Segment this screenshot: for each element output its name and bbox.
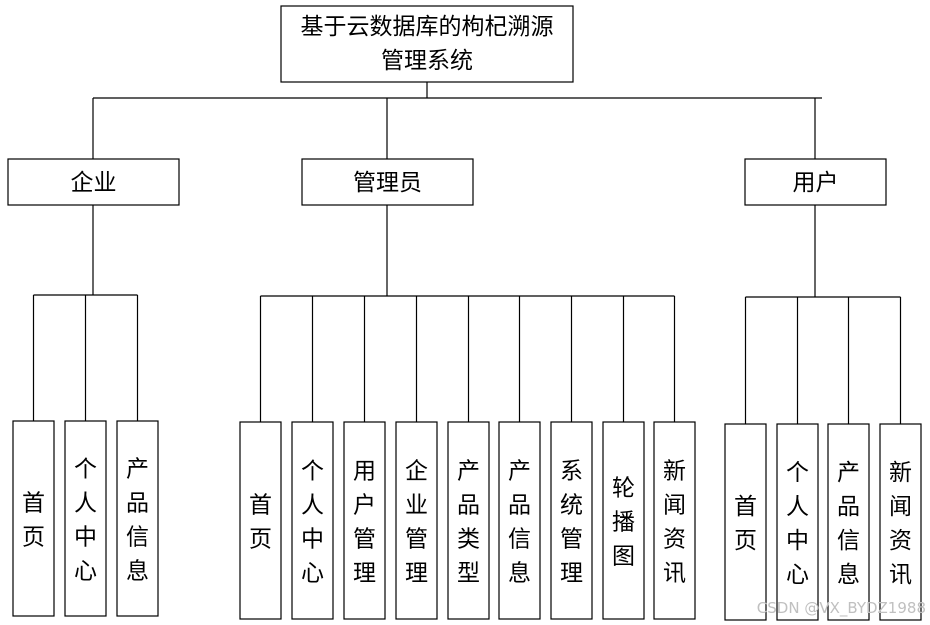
module-layer: 首页 个人中心 产品信息 首页 个人中心 用户管理 企业管理 产品类型 产品信息 系统管理 轮播图 新… — [12, 420, 922, 621]
module-label: 个人中心 — [74, 457, 97, 585]
module-label: 用户管理 — [353, 459, 376, 587]
module-box: 个人中心 — [776, 423, 819, 621]
module-label: 个人中心 — [786, 460, 809, 588]
module-label: 个人中心 — [301, 459, 324, 587]
module-box: 产品信息 — [827, 423, 870, 621]
module-label: 轮播图 — [612, 476, 635, 570]
watermark-text: CSDN @VX_BYDZ1988 — [756, 599, 926, 617]
module-label: 新闻资讯 — [889, 460, 912, 588]
root-title-box: 基于云数据库的枸杞溯源 管理系统 — [280, 5, 574, 83]
module-label: 首页 — [734, 494, 757, 554]
module-box: 首页 — [724, 423, 767, 621]
role-label: 管理员 — [353, 170, 422, 196]
module-box: 新闻资讯 — [653, 421, 696, 620]
module-box: 首页 — [12, 420, 55, 617]
module-box: 首页 — [239, 421, 282, 620]
module-label: 首页 — [249, 493, 272, 553]
module-box: 新闻资讯 — [879, 423, 922, 621]
connector-lines — [32, 82, 902, 424]
module-label: 产品信息 — [126, 457, 149, 585]
root-title-line-2: 管理系统 — [381, 48, 473, 74]
root-title-line-1: 基于云数据库的枸杞溯源 — [301, 14, 554, 40]
role-label: 企业 — [71, 170, 117, 196]
role-layer: 企业 管理员 用户 — [7, 158, 887, 206]
module-box: 用户管理 — [343, 421, 386, 620]
role-box: 企业 — [7, 158, 180, 206]
module-label: 产品信息 — [837, 460, 860, 588]
module-label: 企业管理 — [405, 459, 428, 587]
module-label: 产品类型 — [457, 459, 480, 587]
role-box: 管理员 — [301, 158, 474, 206]
module-label: 系统管理 — [560, 459, 583, 587]
role-label: 用户 — [793, 170, 839, 196]
module-box: 企业管理 — [395, 421, 438, 620]
role-box: 用户 — [744, 158, 887, 206]
module-box: 产品信息 — [498, 421, 541, 620]
module-box: 产品信息 — [116, 420, 159, 617]
module-box: 个人中心 — [291, 421, 334, 620]
module-box: 系统管理 — [550, 421, 593, 620]
module-box: 轮播图 — [602, 421, 645, 620]
module-label: 产品信息 — [508, 459, 531, 587]
module-box: 个人中心 — [64, 420, 107, 617]
module-label: 新闻资讯 — [663, 459, 686, 587]
module-label: 首页 — [22, 491, 45, 551]
module-box: 产品类型 — [447, 421, 490, 620]
